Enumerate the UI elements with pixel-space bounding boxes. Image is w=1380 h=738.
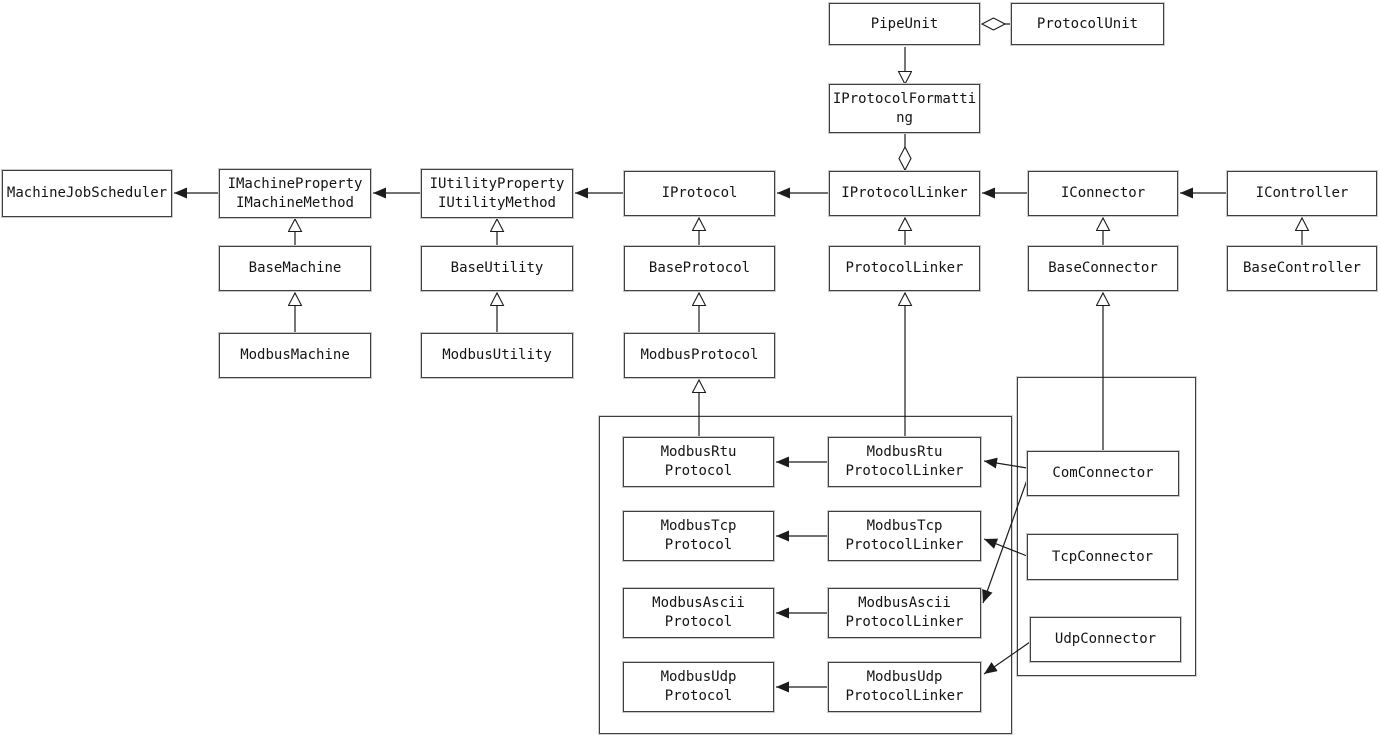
class-box-imachine-property-method: IMachineProperty IMachineMethod [218,168,372,219]
class-box-modbus-tcp-protocol-linker: ModbusTcp ProtocolLinker [827,510,982,562]
class-box-iprotocol-formatting: IProtocolFormatting [828,83,981,134]
class-box-modbus-tcp-protocol: ModbusTcp Protocol [622,510,775,562]
class-box-protocol-unit: ProtocolUnit [1010,2,1165,46]
class-box-base-connector: BaseConnector [1027,245,1179,292]
class-box-modbus-udp-protocol-linker: ModbusUdp ProtocolLinker [827,661,982,713]
class-box-modbus-rtu-protocol-linker: ModbusRtu ProtocolLinker [827,436,982,488]
class-box-modbus-ascii-protocol-linker: ModbusAscii ProtocolLinker [827,587,982,639]
class-box-base-controller: BaseController [1226,245,1378,292]
class-box-modbus-ascii-protocol: ModbusAscii Protocol [622,587,775,639]
class-box-tcp-connector: TcpConnector [1026,533,1179,581]
class-box-modbus-utility: ModbusUtility [420,332,574,379]
class-box-base-utility: BaseUtility [420,245,574,292]
class-box-iutility-property-method: IUtilityProperty IUtilityMethod [420,168,574,219]
class-box-pipe-unit: PipeUnit [828,2,981,46]
class-box-base-machine: BaseMachine [218,245,372,292]
class-box-modbus-udp-protocol: ModbusUdp Protocol [622,661,775,713]
class-box-machine-job-scheduler: MachineJobScheduler [1,169,173,218]
class-box-base-protocol: BaseProtocol [623,245,776,292]
class-box-icontroller: IController [1226,170,1378,217]
class-box-modbus-protocol: ModbusProtocol [623,332,776,379]
class-box-udp-connector: UdpConnector [1029,616,1182,663]
class-box-iprotocol: IProtocol [623,170,776,217]
class-box-modbus-rtu-protocol: ModbusRtu Protocol [622,436,775,488]
class-box-iconnector: IConnector [1027,170,1179,217]
class-box-modbus-machine: ModbusMachine [218,332,372,379]
class-box-protocol-linker: ProtocolLinker [828,245,981,292]
class-box-com-connector: ComConnector [1026,450,1180,497]
class-box-iprotocol-linker: IProtocolLinker [828,170,981,217]
